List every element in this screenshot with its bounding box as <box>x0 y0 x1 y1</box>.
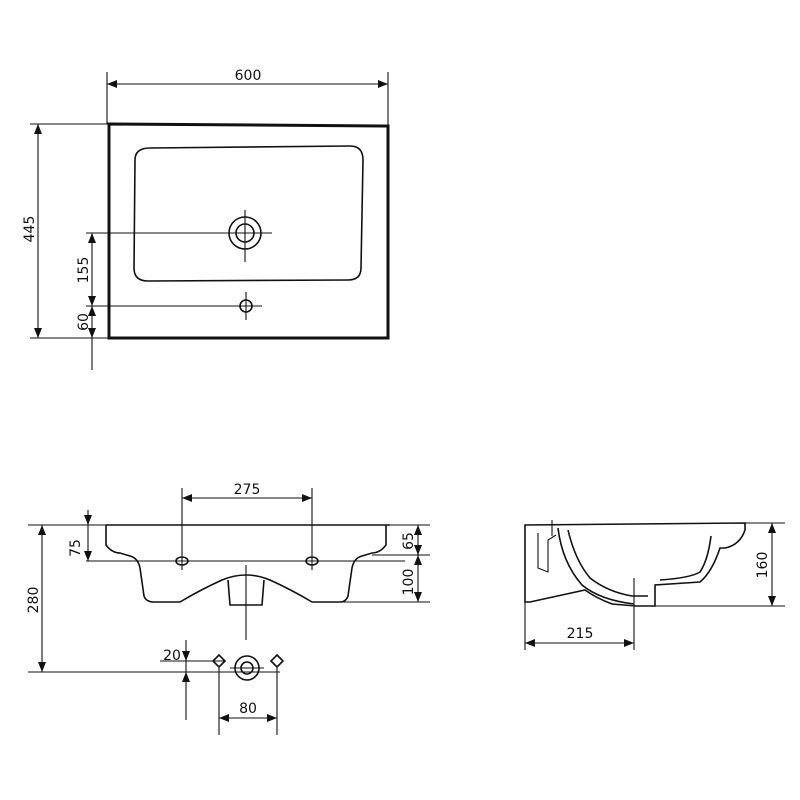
dim-160: 160 <box>655 522 785 607</box>
dim-chain-155-60: 155 60 <box>76 233 109 370</box>
dim-75-label: 75 <box>68 539 84 557</box>
side-view-outline <box>524 522 746 607</box>
dim-215: 215 <box>524 578 635 650</box>
side-view-back-wall <box>659 535 712 581</box>
dim-80-label: 80 <box>239 701 257 717</box>
side-view-bowl-inner <box>567 529 648 597</box>
dim-60-label: 60 <box>76 313 92 331</box>
front-tap-hole-right <box>305 488 319 570</box>
top-view: 600 445 155 60 <box>22 68 390 370</box>
top-view-bowl <box>133 145 364 282</box>
top-view-outline <box>107 122 390 340</box>
front-view: 275 75 280 65 10 <box>26 482 430 735</box>
dim-20-label: 20 <box>163 648 181 664</box>
dim-100-label: 100 <box>401 569 417 596</box>
dim-280-label: 280 <box>26 587 42 614</box>
dim-65-100: 65 100 <box>340 524 430 603</box>
dim-tap-spacing-275: 275 <box>182 482 312 502</box>
dim-65-label: 65 <box>401 532 417 550</box>
side-view-front-lip <box>537 533 557 573</box>
front-tap-hole-left <box>175 488 189 570</box>
dim-width-600: 600 <box>106 68 389 126</box>
dim-280: 280 <box>26 524 280 673</box>
dim-275-label: 275 <box>234 482 261 498</box>
dim-75: 75 <box>68 510 92 561</box>
drain-icon <box>86 210 272 262</box>
side-view-bowl-outer <box>557 527 635 605</box>
dim-20: 20 <box>160 640 225 720</box>
dim-width-label: 600 <box>235 68 262 84</box>
drain-outlet-icon <box>230 655 264 681</box>
dim-215-label: 215 <box>567 626 594 642</box>
side-view: 160 215 <box>524 520 785 650</box>
dim-depth-label: 445 <box>22 216 38 243</box>
dim-155-label: 155 <box>76 257 92 284</box>
dim-80: 80 <box>218 667 278 735</box>
tap-hole-icon <box>86 292 262 320</box>
dim-160-label: 160 <box>755 552 771 579</box>
fixing-point-right-icon <box>269 653 285 669</box>
